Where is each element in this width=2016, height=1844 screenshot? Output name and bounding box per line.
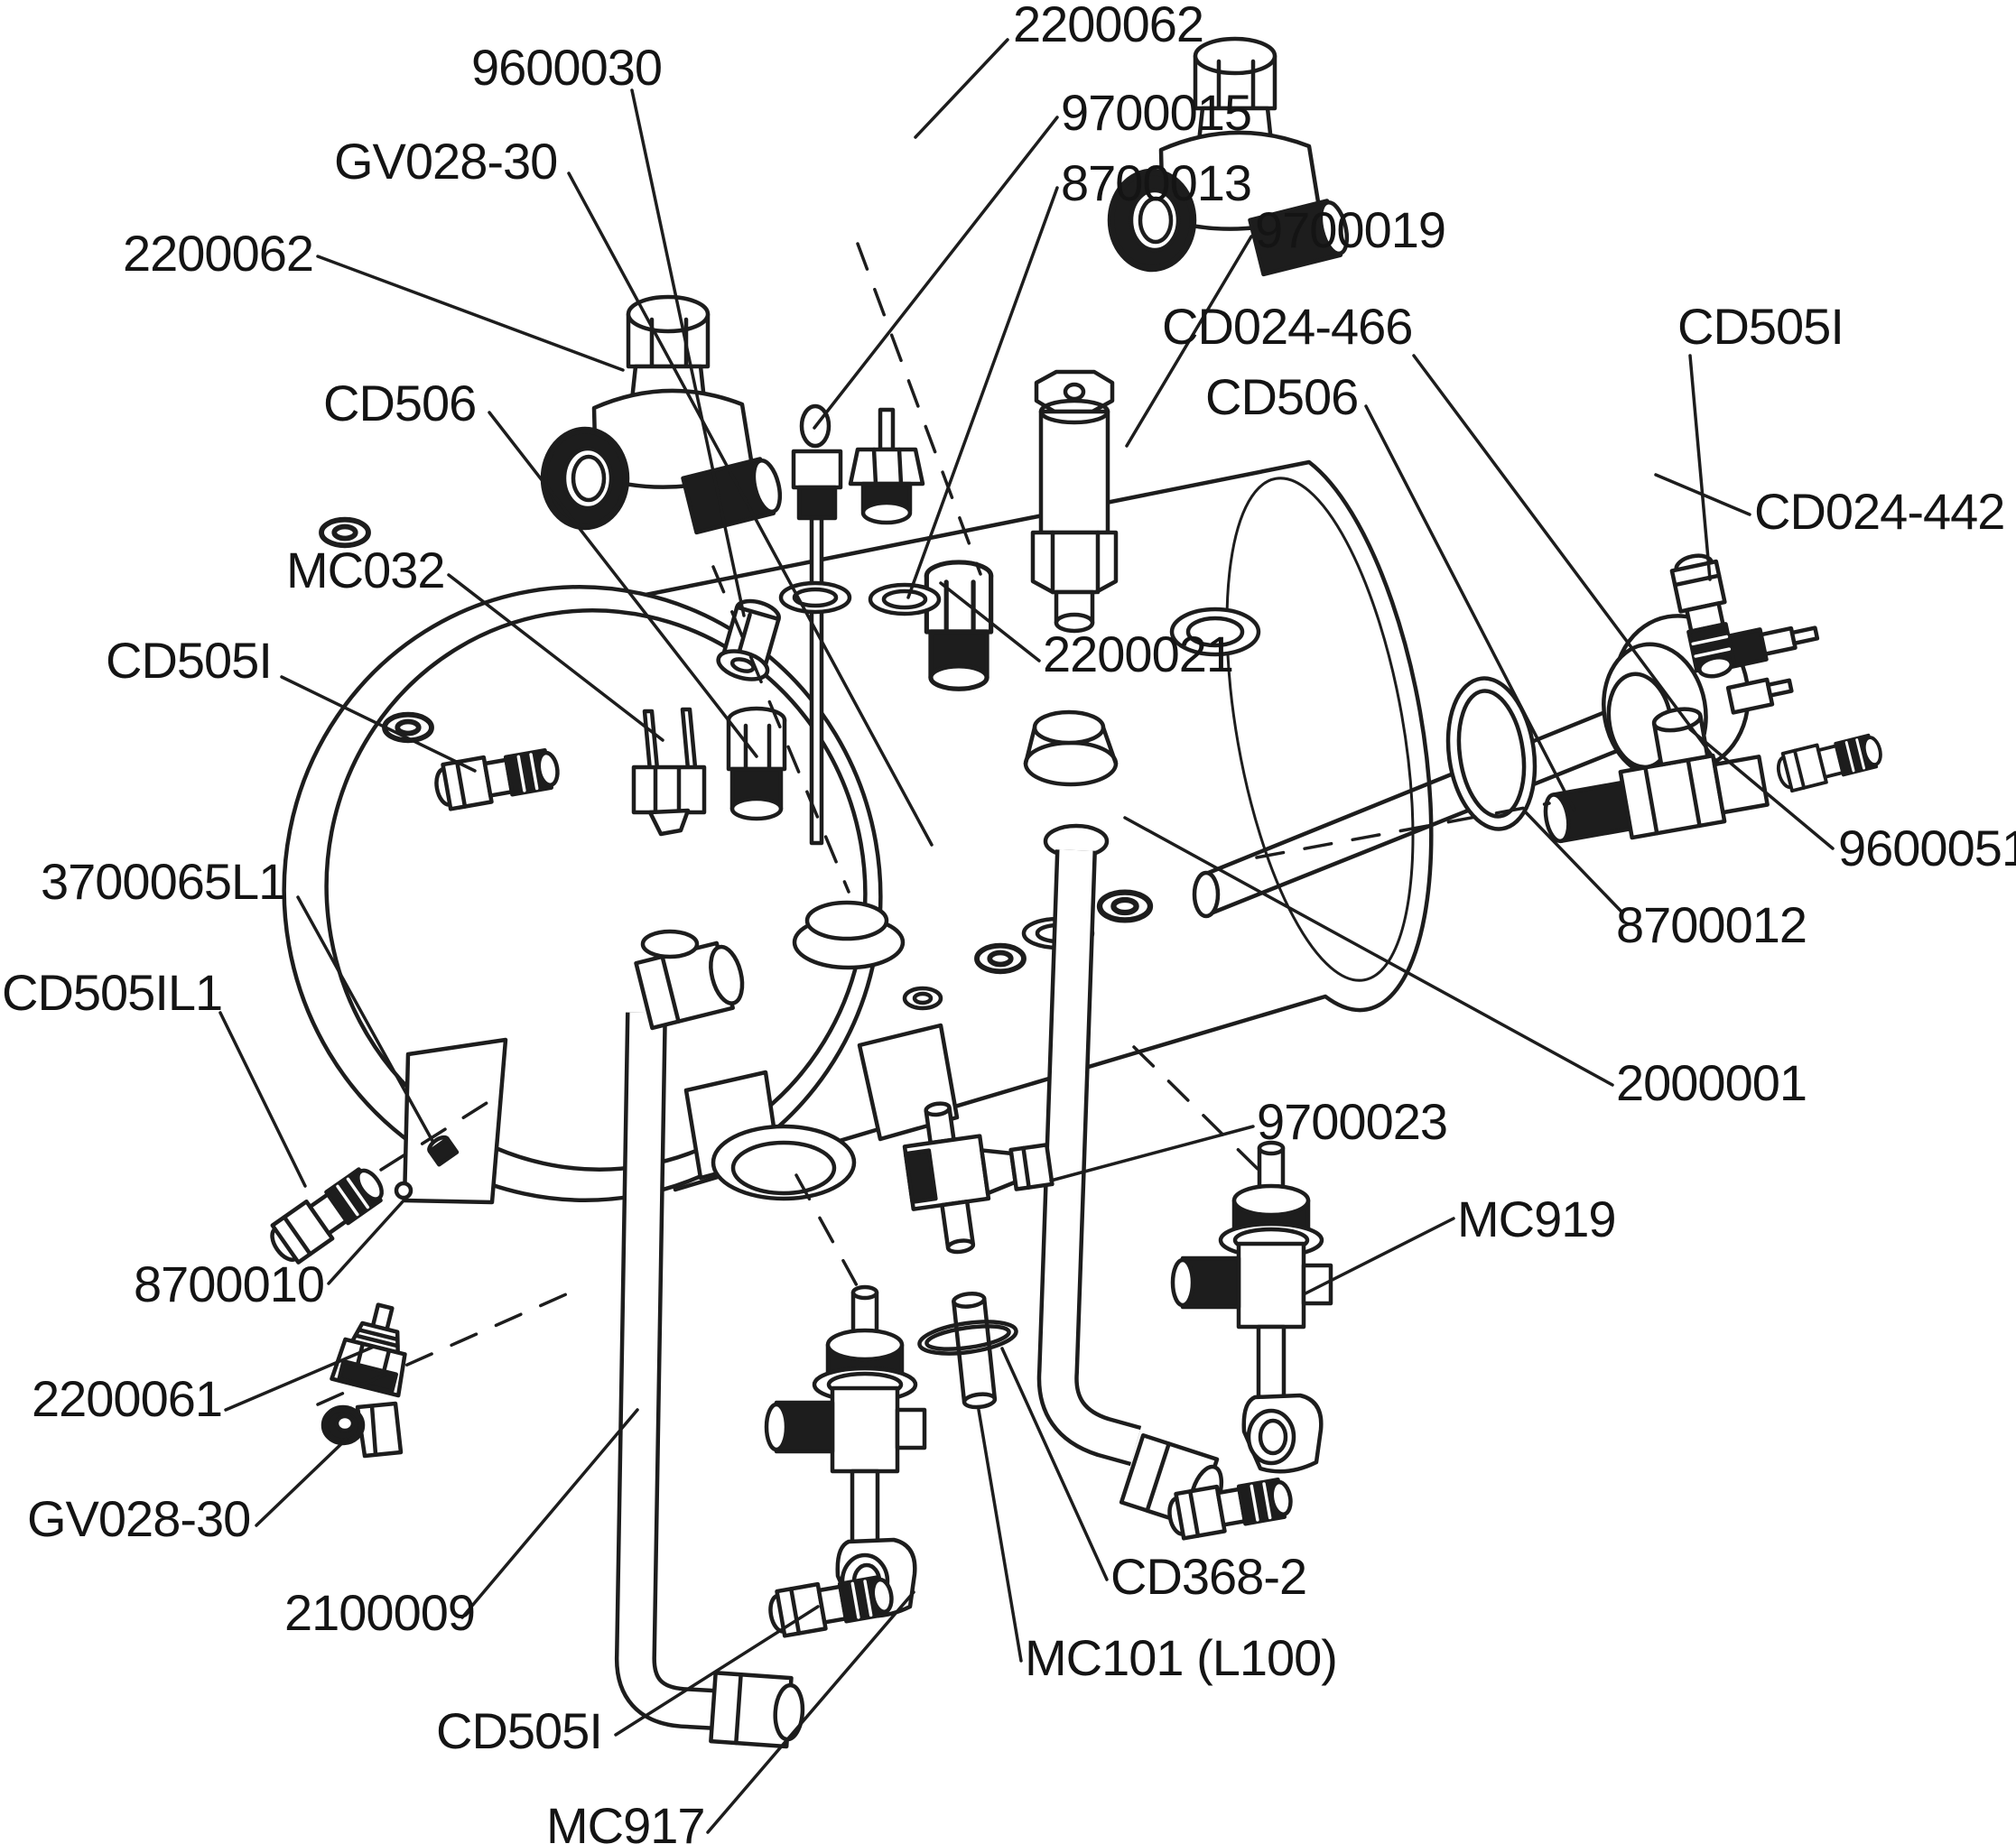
leader-cd368-2: [1000, 1347, 1109, 1581]
part-label-2100009: 2100009: [284, 1584, 475, 1641]
part-label-cd505il1: CD505IL1: [2, 964, 222, 1021]
part-label-mc032: MC032: [286, 542, 445, 598]
leader-mc101: [977, 1408, 1023, 1663]
pipe-2100009: [614, 929, 805, 1749]
leader-9600051: [1688, 727, 1835, 850]
part-label-cd506-left: CD506: [323, 375, 476, 431]
part-label-gv028-30-bot: GV028-30: [27, 1490, 250, 1547]
boiler-top-ports: [711, 607, 1261, 1201]
leader-gv028-30-bot: [255, 1437, 348, 1527]
leader-mc032: [447, 573, 664, 742]
leader-2100009: [460, 1408, 639, 1619]
part-label-cd024-442: CD024-442: [1754, 483, 2004, 540]
part-label-mc919: MC919: [1457, 1191, 1616, 1247]
assembly-axis-2: [1255, 802, 1551, 859]
leader-2200062-left: [316, 255, 625, 372]
leader-cd505i-right: [1688, 354, 1712, 581]
part-label-cd505i-bot: CD505I: [436, 1702, 602, 1759]
gasket-8700012: [1445, 676, 1538, 831]
valve-2200061: [330, 1302, 407, 1398]
part-label-2000001: 2000001: [1616, 1054, 1807, 1111]
leader-gv028-30-top: [567, 171, 934, 847]
assembly-axis-0: [711, 565, 850, 894]
assembly-axis-5: [379, 1090, 506, 1172]
part-label-9700015: 9700015: [1061, 84, 1251, 141]
part-label-9600030: 9600030: [471, 39, 662, 96]
part-label-8700010: 8700010: [134, 1256, 324, 1312]
assembly-axis-lines: [316, 242, 1551, 1406]
leader-lines: [218, 38, 1835, 1834]
part-label-3700065l1: 3700065L1: [41, 853, 285, 910]
leader-mc917: [706, 1590, 915, 1834]
part-label-9600051: 9600051: [1838, 820, 2016, 876]
fitting-mc032: [631, 707, 707, 837]
part-label-2200021: 2200021: [1043, 625, 1233, 682]
elbow-fitting-2200062-left: [543, 297, 785, 533]
leader-cd505i-left: [280, 675, 477, 773]
assembly-axis-4: [794, 1173, 859, 1289]
leader-cd024-466: [1412, 354, 1717, 762]
leader-2000001: [1123, 816, 1614, 1087]
oring-cd368-2: [917, 1320, 1018, 1356]
leader-9600030: [630, 88, 746, 617]
leader-mc919: [1302, 1217, 1455, 1296]
leader-cd505i-bot: [614, 1605, 820, 1737]
leader-8700012: [1524, 811, 1623, 913]
assembly-axis-1: [856, 242, 982, 576]
part-label-9700019: 9700019: [1255, 201, 1445, 258]
part-label-9700023: 9700023: [1257, 1093, 1447, 1150]
part-label-8700013: 8700013: [1061, 154, 1251, 211]
drain-valve-9700023: [902, 1101, 1054, 1255]
assembly-axis-3: [1132, 1045, 1260, 1172]
part-label-mc101: MC101 (L100): [1025, 1629, 1337, 1686]
leader-cd505il1: [218, 1011, 307, 1188]
fitting-cd506-left: [729, 709, 785, 819]
port-cap-2200021: [1023, 740, 1119, 787]
safety-valve-9700019: [1030, 369, 1119, 634]
part-label-cd506-right: CD506: [1205, 368, 1358, 425]
part-8700010: [394, 1181, 413, 1200]
part-label-cd368-2: CD368-2: [1110, 1548, 1306, 1605]
union-cd024-442: [1772, 728, 1887, 795]
leader-cd506-left: [488, 411, 758, 758]
part-label-gv028-30-top: GV028-30: [334, 133, 557, 190]
assembly-mc919: [1173, 1143, 1331, 1471]
fitting-9600030: [716, 598, 781, 681]
leader-8700010: [327, 1197, 407, 1285]
leader-2200021: [939, 581, 1041, 663]
leader-2200062-top: [914, 38, 1009, 139]
leader-8700013: [906, 186, 1059, 599]
part-label-mc917: MC917: [546, 1797, 705, 1844]
leader-9700019: [1125, 235, 1253, 448]
leader-cd024-442: [1654, 473, 1751, 516]
gasket-8700013: [870, 585, 939, 614]
leader-3700065l1: [296, 895, 434, 1143]
fitting-2200021: [926, 562, 990, 689]
leader-9700015: [813, 116, 1059, 430]
part-label-8700012: 8700012: [1616, 896, 1807, 953]
leader-9700023: [1049, 1125, 1255, 1182]
part-label-cd505i-right: CD505I: [1677, 298, 1844, 355]
fitting-cd505il1: [265, 1162, 390, 1268]
part-label-2200061: 2200061: [32, 1370, 222, 1427]
assembly-mc917: [766, 1287, 924, 1616]
probe-second: [848, 407, 925, 525]
front-boss: [385, 715, 432, 741]
part-3700065l1: [427, 1135, 460, 1167]
leader-2200061: [224, 1345, 376, 1412]
part-label-2200062-left: 2200062: [123, 225, 313, 282]
probe-9700015: [791, 403, 843, 846]
part-label-cd024-466: CD024-466: [1162, 298, 1412, 355]
leader-cd506-right: [1364, 404, 1576, 812]
part-label-cd505i-left: CD505I: [106, 632, 272, 689]
part-label-2200062-top: 2200062: [1013, 0, 1203, 52]
pipe-right: [1036, 849, 1224, 1529]
